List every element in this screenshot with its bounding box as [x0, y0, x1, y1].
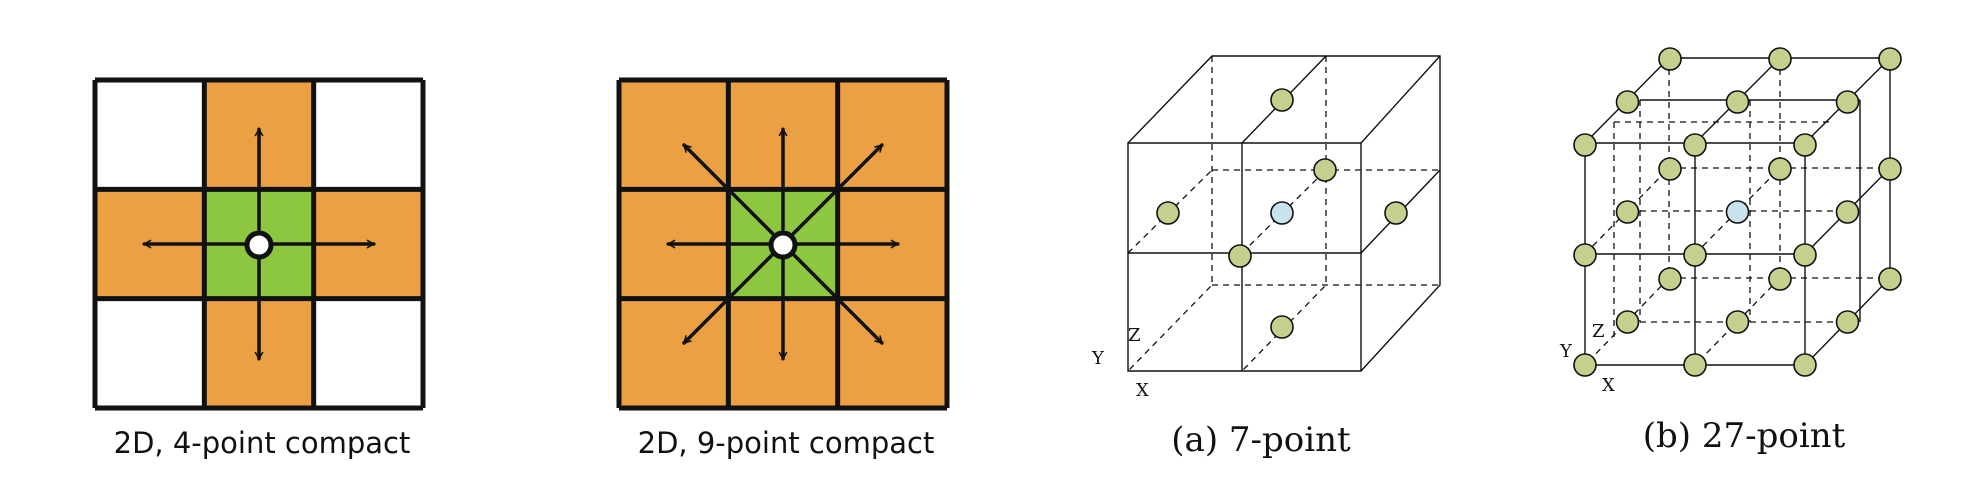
stencil-2d-9-point: 2D, 9-point compact	[616, 77, 950, 460]
axis-label-x: X	[1602, 375, 1615, 396]
neighbor-point	[1683, 243, 1707, 267]
neighbor-point	[1835, 90, 1860, 114]
neighbor-point	[1768, 267, 1792, 291]
arrow-icon	[791, 143, 884, 236]
center-point	[1725, 200, 1750, 224]
neighbor-point	[1384, 201, 1408, 225]
neighbor-point	[1658, 157, 1682, 181]
grid-cell	[313, 80, 423, 190]
neighbor-point	[1228, 244, 1252, 268]
center-point	[1270, 201, 1294, 225]
neighbor-point	[1793, 133, 1817, 157]
neighbor-point	[1683, 133, 1707, 157]
points-27-point	[1573, 47, 1902, 377]
stencil-2d-4-point: 2D, 4-point compact	[92, 77, 426, 460]
center-point-icon	[768, 230, 798, 260]
neighbor-point	[1835, 200, 1860, 224]
neighbor-point	[1793, 243, 1817, 267]
stencil-3d-27-point: Y Z X (b) 27-point	[1559, 47, 1902, 456]
center-point-icon	[244, 230, 274, 260]
stencil-3d-7-point: Y Z X (a) 7-point	[1091, 55, 1441, 460]
axis-label-y: Y	[1091, 348, 1105, 369]
neighbor-point	[1270, 88, 1294, 112]
axis-label-y: Y	[1559, 341, 1573, 362]
neighbor-point	[1156, 201, 1180, 225]
caption-7-point: (a) 7-point	[1171, 420, 1351, 460]
caption-2d-4-point: 2D, 4-point compact	[114, 426, 411, 460]
caption-27-point: (b) 27-point	[1643, 416, 1846, 456]
neighbor-point	[1615, 200, 1640, 224]
points-7-point	[1156, 88, 1408, 339]
neighbor-point	[1725, 310, 1750, 334]
arrows-4-point	[142, 127, 376, 361]
grid-cell	[313, 298, 423, 408]
neighbor-point	[1835, 310, 1860, 334]
axis-label-z: Z	[1592, 321, 1605, 342]
neighbor-point	[1573, 243, 1597, 267]
neighbor-point	[1658, 267, 1682, 291]
neighbor-point	[1878, 267, 1902, 291]
caption-2d-9-point: 2D, 9-point compact	[638, 426, 935, 460]
arrows-9-point	[666, 127, 900, 361]
neighbor-point	[1878, 47, 1902, 71]
neighbor-point	[1658, 47, 1682, 71]
axis-label-z: Z	[1128, 325, 1141, 346]
grid-lines-9-point	[616, 77, 950, 411]
neighbor-point	[1270, 315, 1294, 339]
grid-cell	[95, 80, 205, 190]
arrow-icon	[682, 143, 775, 236]
neighbor-point	[1768, 47, 1792, 71]
neighbor-point	[1615, 90, 1640, 114]
neighbor-point	[1573, 353, 1597, 377]
neighbor-point	[1615, 310, 1640, 334]
arrow-icon	[682, 252, 775, 345]
arrow-icon	[791, 252, 884, 345]
axis-label-x: X	[1136, 380, 1149, 401]
neighbor-point	[1573, 133, 1597, 157]
neighbor-point	[1683, 353, 1707, 377]
grid-cell	[95, 298, 205, 408]
neighbor-point	[1768, 157, 1792, 181]
neighbor-point	[1878, 157, 1902, 181]
neighbor-point	[1793, 353, 1817, 377]
neighbor-point	[1313, 158, 1337, 182]
neighbor-point	[1725, 90, 1750, 114]
